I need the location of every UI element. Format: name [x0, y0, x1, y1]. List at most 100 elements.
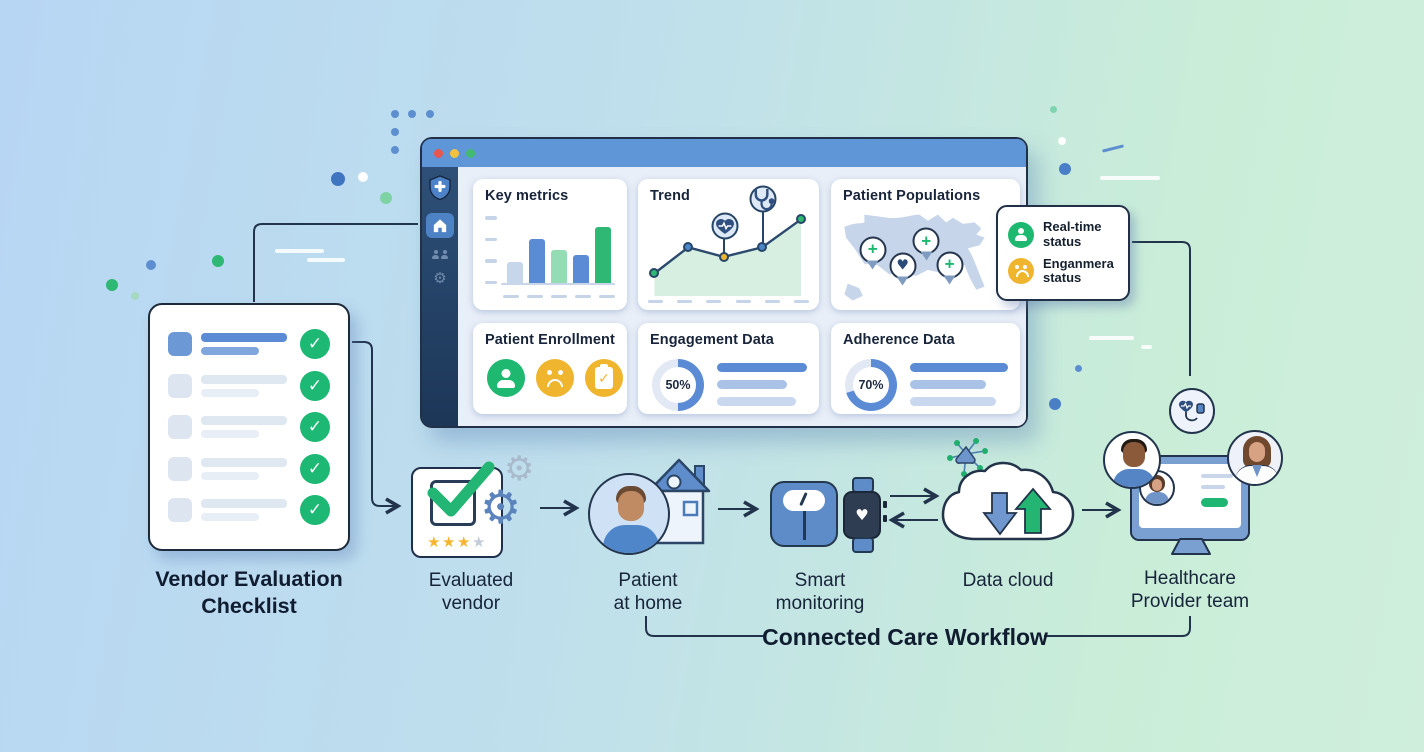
decor-dot	[408, 110, 416, 118]
decor-dash	[275, 249, 324, 253]
trend-point	[683, 242, 694, 253]
decor-dot	[106, 279, 118, 291]
bar	[595, 227, 611, 284]
decor-dash	[1089, 336, 1134, 340]
map-pin-heart-icon: ♥	[889, 252, 917, 280]
adherence-bars	[910, 355, 1008, 414]
checklist-row: ✓	[168, 370, 330, 401]
data-bar	[717, 363, 807, 372]
status-label: Enganmera status	[1043, 256, 1114, 286]
patient-avatar	[588, 473, 670, 555]
checklist-thumb	[168, 332, 192, 356]
gear-icon: ⚙	[504, 449, 535, 489]
person-icon	[1008, 221, 1034, 248]
checklist-text-lines	[201, 457, 291, 480]
decor-dash	[307, 258, 345, 262]
adherence-data-card: Adherence Data 70%	[831, 323, 1020, 414]
heart-pulse-callout-icon	[711, 212, 739, 240]
y-axis-ticks	[485, 212, 501, 300]
status-row: Enganmera status	[1008, 256, 1118, 286]
data-bar	[910, 363, 1008, 372]
decor-dot	[1049, 398, 1061, 410]
maximize-window-button[interactable]	[466, 148, 475, 158]
callout-stem	[722, 235, 725, 256]
provider-avatar-male	[1103, 431, 1161, 489]
star-icon: ★	[442, 533, 457, 551]
heart-icon: ♥	[855, 505, 869, 524]
step-label-patient-at-home: Patient at home	[613, 570, 683, 615]
check-mark-icon	[427, 461, 495, 517]
minimize-window-button[interactable]	[450, 148, 459, 158]
upload-arrow-icon	[1014, 487, 1052, 534]
decor-dot	[391, 128, 399, 136]
star-rating: ★★★★	[413, 533, 501, 552]
decor-dot	[1059, 163, 1071, 175]
person-icon	[487, 359, 525, 397]
checkbox-icon	[430, 480, 476, 526]
star-icon: ★	[427, 533, 443, 551]
checklist-row: ✓	[168, 412, 330, 442]
step-label-data-cloud: Data cloud	[962, 570, 1054, 591]
smart-scale-icon	[770, 481, 838, 547]
bar-chart	[485, 212, 615, 300]
decor-dot	[358, 172, 368, 182]
step-label-provider-team: Healthcare Provider team	[1130, 568, 1250, 613]
gear-icon[interactable]: ⚙	[433, 269, 447, 287]
star-icon: ★	[457, 533, 472, 551]
shield-plus-icon[interactable]	[429, 175, 451, 205]
x-axis-ticks	[648, 299, 809, 303]
x-axis-ticks	[503, 294, 615, 298]
card-title: Trend	[650, 188, 690, 204]
decor-dot	[380, 192, 392, 204]
card-title: Adherence Data	[843, 332, 955, 348]
donut-value: 70%	[858, 377, 884, 392]
data-bar	[717, 397, 797, 406]
patient-enrollment-card: Patient Enrollment ✓	[473, 323, 627, 414]
decor-dot	[146, 260, 156, 270]
trend-point	[795, 214, 806, 225]
download-arrow-icon	[982, 492, 1018, 536]
users-icon[interactable]	[432, 250, 448, 259]
checklist-text-lines	[201, 333, 291, 355]
decor-dot	[1058, 137, 1066, 145]
vendor-evaluation-checklist: ✓ ✓ ✓ ✓ ✓	[148, 303, 350, 551]
smartwatch-icon: ♥	[843, 477, 887, 555]
checklist-row: ✓	[168, 453, 330, 484]
step-label-smart-monitoring: Smart monitoring	[775, 570, 865, 615]
trend-card: Trend	[638, 179, 819, 310]
decor-dot	[1075, 365, 1082, 372]
trend-point	[649, 268, 660, 279]
call-button[interactable]	[1201, 498, 1228, 507]
stethoscope-callout-icon	[749, 185, 777, 213]
checklist-thumb	[168, 456, 192, 481]
decor-dash	[1100, 176, 1160, 180]
status-label: Real-time status	[1043, 219, 1102, 249]
card-title: Patient Enrollment	[485, 332, 615, 348]
adherence-donut: 70%	[845, 358, 897, 411]
engagement-bars	[717, 355, 807, 414]
monitor-stand	[1171, 538, 1211, 555]
data-cloud-icon	[941, 461, 1075, 541]
decor-dot	[391, 110, 399, 118]
key-metrics-card: Key metrics	[473, 179, 627, 310]
map-pin-plus-icon: +	[936, 251, 964, 279]
status-card: Real-time status Enganmera status	[996, 205, 1130, 301]
evaluated-vendor-icon: ★★★★	[411, 461, 503, 558]
close-window-button[interactable]	[434, 148, 443, 158]
decor-dot	[212, 255, 224, 267]
dashboard-window: ⚙ Key metrics Trend	[420, 137, 1028, 428]
check-circle-icon: ✓	[300, 495, 330, 525]
trend-point	[757, 242, 768, 253]
us-map-shape	[844, 214, 985, 301]
checklist-text-lines	[201, 499, 291, 521]
checklist-thumb	[168, 498, 192, 522]
home-icon[interactable]	[426, 213, 454, 238]
workflow-title: Connected Care Workflow	[762, 624, 1048, 650]
window-titlebar	[422, 139, 1026, 167]
trend-point	[718, 251, 729, 262]
callout-stem	[761, 207, 764, 246]
data-bar	[910, 397, 997, 406]
data-bar	[910, 380, 987, 389]
